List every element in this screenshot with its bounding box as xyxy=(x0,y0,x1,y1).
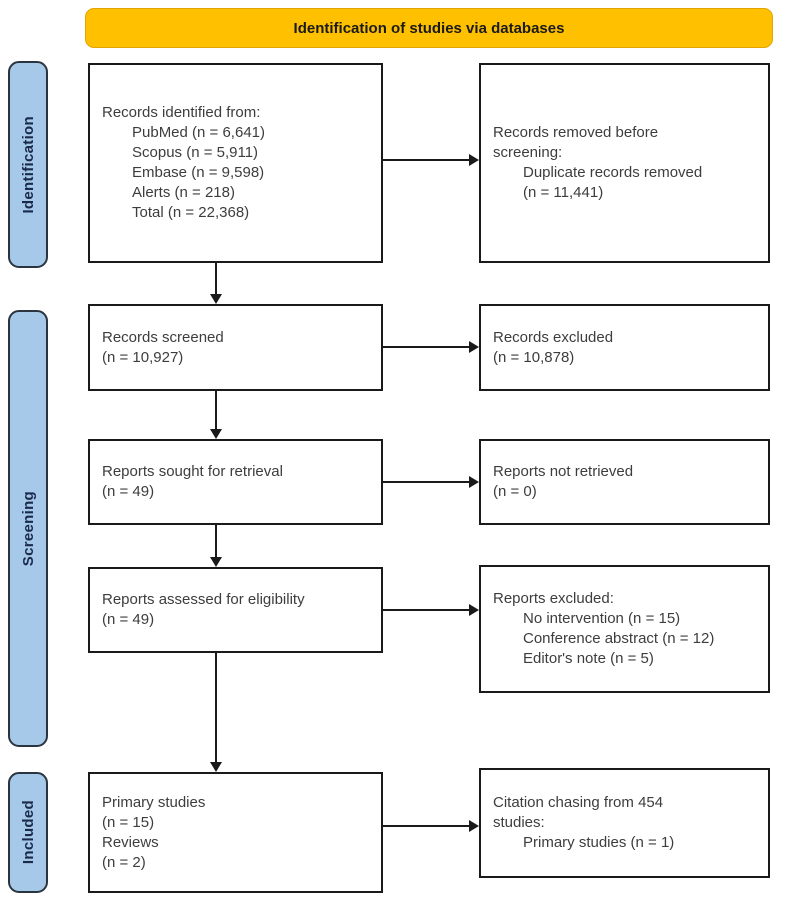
stage-label-identification: Identification xyxy=(19,115,37,214)
box-records-excluded: Records excluded (n = 10,878) xyxy=(479,304,770,391)
arrow-down-screened-to-sought xyxy=(210,391,222,439)
box-text-line: (n = 49) xyxy=(102,483,155,500)
box-text-line: (n = 0) xyxy=(493,483,537,500)
arrow-down-sought-to-assessed xyxy=(210,525,222,567)
arrow-right-screened-to-excluded xyxy=(383,341,479,353)
box-records-screened: Records screened (n = 10,927) xyxy=(88,304,383,391)
box-records-identified: Records identified from: PubMed (n = 6,6… xyxy=(88,63,383,263)
box-text-line: Primary studies xyxy=(102,793,206,811)
banner-identification-via-databases: Identification of studies via databases xyxy=(85,8,773,48)
box-text-line: Editor's note (n = 5) xyxy=(523,650,654,667)
stage-bar-identification: Identification xyxy=(8,61,48,268)
box-text-line: Reports assessed for eligibility xyxy=(102,591,305,608)
box-text-line: (n = 10,927) xyxy=(102,348,184,366)
box-text-line: Records excluded xyxy=(493,328,614,346)
box-text-line: Reports excluded: xyxy=(493,590,614,607)
box-citation-chasing: Citation chasing from 454 studies: Prima… xyxy=(479,768,770,878)
arrow-down-identified-to-screened xyxy=(210,263,222,304)
arrow-right-assessed-to-excluded xyxy=(383,604,479,616)
box-reports-assessed: Reports assessed for eligibility (n = 49… xyxy=(88,567,383,653)
box-text-line: screening: xyxy=(493,144,563,161)
box-text-line: Reports not retrieved xyxy=(493,463,634,480)
box-text-line: Records identified from: xyxy=(102,104,261,121)
box-text-line: Alerts (n = 218) xyxy=(132,184,235,201)
box-reports-sought: Reports sought for retrieval (n = 49) xyxy=(88,439,383,525)
box-text-line: PubMed (n = 6,641) xyxy=(132,124,266,141)
arrow-right-sought-to-not-retrieved xyxy=(383,476,479,488)
box-text-line: Reviews xyxy=(102,833,159,851)
box-text-line: studies: xyxy=(493,814,545,831)
box-reports-not-retrieved: Reports not retrieved (n = 0) xyxy=(479,439,770,525)
stage-bar-screening: Screening xyxy=(8,310,48,747)
box-text-line: (n = 2) xyxy=(102,853,146,871)
box-text-line: Records screened xyxy=(102,328,224,346)
box-text-line: Citation chasing from 454 xyxy=(493,794,664,811)
stage-bar-included: Included xyxy=(8,772,48,893)
box-records-removed: Records removed before screening: Duplic… xyxy=(479,63,770,263)
banner-title: Identification of studies via databases xyxy=(293,19,565,37)
stage-label-screening: Screening xyxy=(19,490,37,567)
arrow-right-identified-to-removed xyxy=(383,154,479,166)
box-text-line: Total (n = 22,368) xyxy=(132,204,250,221)
box-text-line: Primary studies (n = 1) xyxy=(523,834,675,851)
box-text-line: Scopus (n = 5,911) xyxy=(132,144,259,161)
box-text-line: Conference abstract (n = 12) xyxy=(523,630,715,647)
arrow-right-included-to-citation xyxy=(383,820,479,832)
box-text-line: Embase (n = 9,598) xyxy=(132,164,265,181)
box-text-line: (n = 10,878) xyxy=(493,348,575,366)
box-text-line: Reports sought for retrieval xyxy=(102,463,283,480)
box-text-line: (n = 15) xyxy=(102,813,155,831)
box-reports-excluded: Reports excluded: No intervention (n = 1… xyxy=(479,565,770,693)
box-included-studies: Primary studies (n = 15) Reviews (n = 2) xyxy=(88,772,383,893)
box-text-line: (n = 11,441) xyxy=(523,184,604,201)
arrow-down-assessed-to-included xyxy=(210,653,222,772)
box-text-line: (n = 49) xyxy=(102,611,155,628)
stage-label-included: Included xyxy=(19,800,37,865)
box-text-line: Duplicate records removed xyxy=(523,164,703,181)
box-text-line: No intervention (n = 15) xyxy=(523,610,681,627)
box-text-line: Records removed before xyxy=(493,124,659,141)
